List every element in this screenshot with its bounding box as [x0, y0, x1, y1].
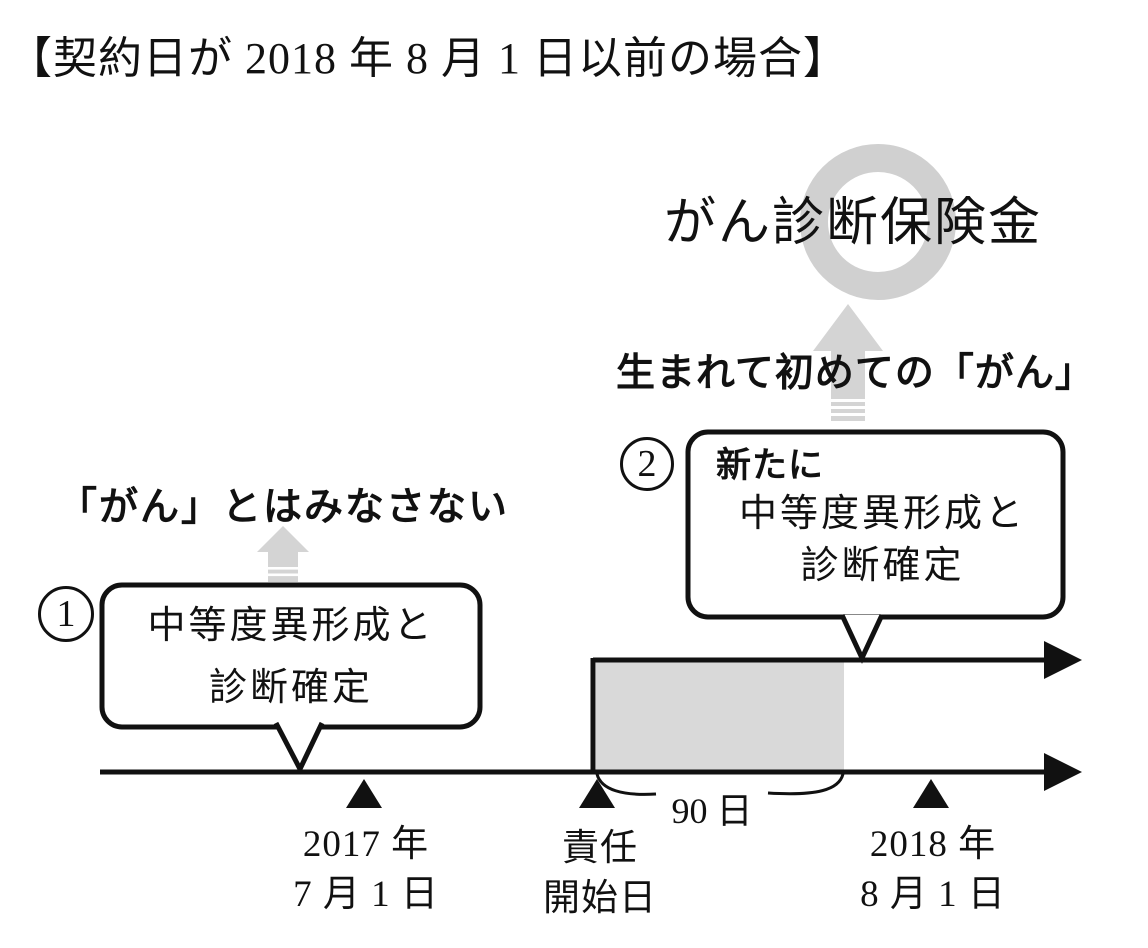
marker-triangle-start [579, 779, 615, 808]
callout2-text: 新たに 中等度異形成と 診断確定 [688, 444, 1063, 592]
benefit-label: がん診断保険金 [664, 195, 1043, 252]
timeline-label-line: 2017 年 [302, 824, 430, 865]
callout1-text: 中等度異形成と 診断確定 [102, 592, 480, 722]
callout1-number-badge: 1 [38, 586, 94, 642]
big-arrow-stripe [830, 399, 866, 402]
upper-timeline [593, 641, 1082, 679]
period-brace-left [595, 773, 657, 796]
small-up-arrow-icon [257, 526, 309, 582]
callout1-line: 診断確定 [208, 667, 373, 709]
marker-triangle-2018 [913, 779, 949, 808]
not-considered-label: 「がん」とはみなさない [58, 486, 510, 529]
callout2-line: 診断確定 [800, 545, 965, 587]
small-arrow-stripe [267, 567, 299, 570]
callout2-bubble [685, 429, 1066, 664]
callout1-tail [273, 721, 325, 775]
timeline-label-start: 責任 開始日 [500, 824, 700, 924]
callout2-intro: 新たに [716, 446, 825, 485]
benefit-ring [800, 144, 956, 300]
diagram-title: 【契約日が 2018 年 8 月 1 日以前の場合】 [8, 34, 848, 83]
callout1-line: 中等度異形成と [147, 605, 435, 647]
period-brace-right [767, 773, 845, 796]
period-90days-label: 90 日 [671, 791, 753, 831]
upper-timeline-arrowhead-icon [1044, 641, 1082, 679]
big-up-arrow-icon [813, 304, 883, 421]
callout1-bubble [99, 582, 483, 775]
big-arrow-stripe [830, 413, 866, 416]
lower-timeline-arrowhead-icon [1044, 753, 1082, 791]
timeline-label-line: 開始日 [543, 878, 657, 919]
timeline-label-line: 責任 [562, 828, 638, 869]
first-cancer-label: 生まれて初めての「がん」 [616, 352, 1095, 395]
lower-timeline [100, 753, 1082, 791]
callout2-number-badge: 2 [620, 437, 674, 491]
timeline-label-line: 7 月 1 日 [293, 874, 439, 915]
big-up-arrow-shape [813, 304, 883, 421]
timeline-label-2017: 2017 年 7 月 1 日 [266, 820, 466, 920]
big-arrow-stripe [830, 406, 866, 409]
timeline-label-2018: 2018 年 8 月 1 日 [833, 820, 1033, 920]
timeline-label-line: 2018 年 [869, 824, 997, 865]
callout2-tail [839, 613, 885, 664]
small-arrow-stripe [267, 573, 299, 577]
marker-triangle-2017 [346, 779, 382, 808]
timeline-label-line: 8 月 1 日 [860, 874, 1006, 915]
waiting-period-box [596, 662, 844, 772]
callout2-number: 2 [637, 443, 657, 485]
callout1-number: 1 [56, 593, 76, 635]
callout2-line: 中等度異形成と [738, 493, 1026, 535]
